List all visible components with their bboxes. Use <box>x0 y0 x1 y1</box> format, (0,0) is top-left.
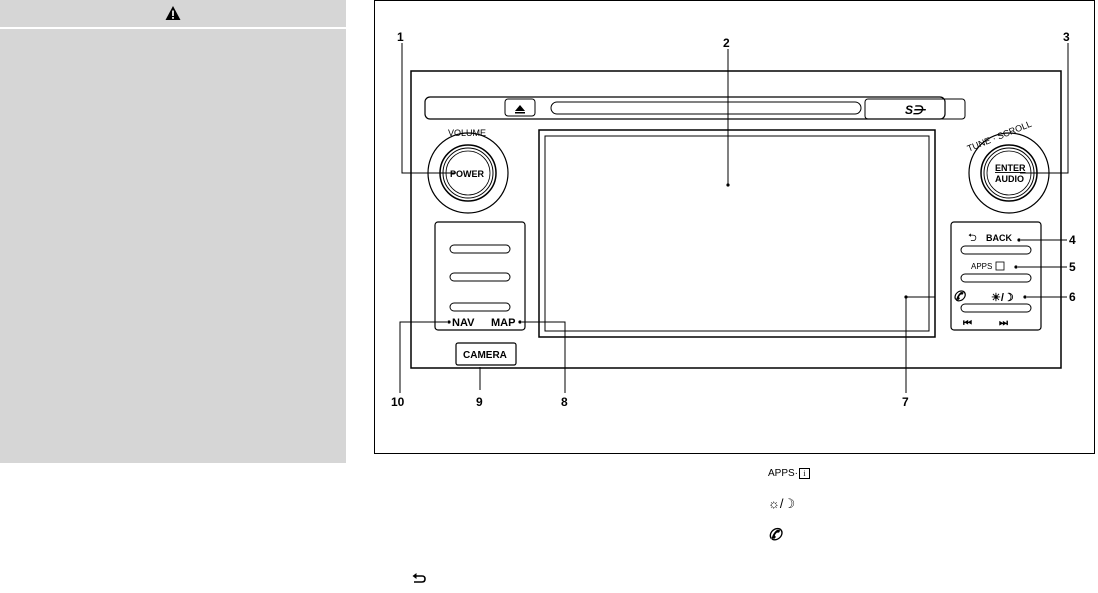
disc-slot-bar <box>424 96 946 120</box>
eject-button[interactable] <box>504 98 536 117</box>
seek-forward-icon[interactable]: ⏭ <box>999 318 1008 329</box>
head-unit-figure: S⋺ VOLUME POWER TUNE · SCROLL ENTER AUDI… <box>374 0 1095 454</box>
left-button-1[interactable] <box>449 244 511 254</box>
legend-phone: ✆ <box>768 525 781 545</box>
display-screen-outer <box>538 129 936 338</box>
warning-header <box>0 0 346 29</box>
display-screen[interactable] <box>544 135 930 332</box>
back-label: BACK <box>986 233 1012 243</box>
day-night-icon: ☀/☽ <box>991 292 1014 304</box>
callout-7: 7 <box>902 395 909 409</box>
head-unit-diagram: S⋺ VOLUME POWER TUNE · SCROLL ENTER AUDI… <box>391 30 1076 409</box>
map-label: MAP <box>491 317 515 329</box>
camera-button[interactable] <box>455 342 517 366</box>
warning-triangle-icon <box>165 6 181 20</box>
apps-button[interactable] <box>960 273 1032 283</box>
right-button-panel <box>950 221 1042 331</box>
back-arrow-icon <box>412 573 426 583</box>
seek-back-icon[interactable]: ⏮ <box>963 318 972 329</box>
callout-8: 8 <box>561 395 568 409</box>
callout-5: 5 <box>1069 260 1076 274</box>
left-button-2[interactable] <box>449 272 511 282</box>
nav-label: NAV <box>452 317 475 329</box>
callout-3: 3 <box>1063 30 1070 44</box>
sd-card-slot <box>864 98 966 120</box>
audio-label: AUDIO <box>995 174 1024 184</box>
unit-outline <box>410 70 1062 369</box>
volume-label: VOLUME <box>448 128 486 138</box>
eject-icon <box>515 105 525 111</box>
left-button-panel <box>434 221 526 331</box>
info-box-icon: i <box>799 468 811 479</box>
callout-4: 4 <box>1069 233 1076 247</box>
sd-logo-icon: S⋺ <box>905 103 926 117</box>
legend-back <box>412 571 426 589</box>
callout-1: 1 <box>397 30 404 44</box>
info-box-icon <box>995 261 1005 271</box>
back-button[interactable] <box>960 245 1032 255</box>
warning-body <box>0 29 346 463</box>
phone-icon: ✆ <box>953 288 966 304</box>
enter-label: ENTER <box>995 163 1026 173</box>
left-button-3[interactable] <box>449 302 511 312</box>
legend-brightness: ☼/☽ <box>768 496 795 512</box>
phone-brightness-button[interactable] <box>960 303 1032 313</box>
camera-label: CAMERA <box>463 350 507 361</box>
callout-6: 6 <box>1069 290 1076 304</box>
callout-2: 2 <box>723 36 730 50</box>
phone-icon: ✆ <box>768 527 782 544</box>
apps-label: APPS <box>971 262 992 271</box>
legend-apps-label: APPS· <box>768 468 799 479</box>
callout-9: 9 <box>476 395 483 409</box>
callout-10: 10 <box>391 395 405 409</box>
back-arrow-icon: ⮌ <box>968 232 977 244</box>
power-label: POWER <box>450 169 485 179</box>
day-night-icon: ☼/☽ <box>768 496 796 511</box>
disc-slot <box>550 101 862 115</box>
legend-apps: APPS· i <box>768 468 811 479</box>
